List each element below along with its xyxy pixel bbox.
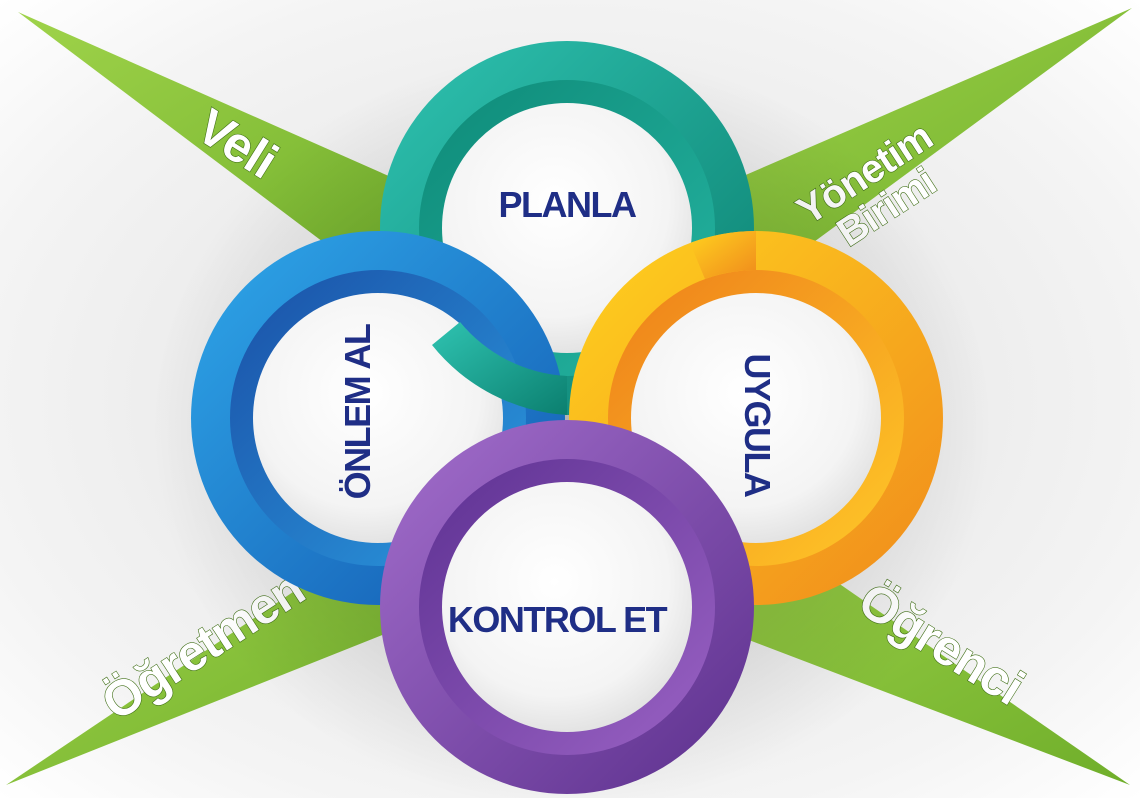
- ring-planla-overlap: [432, 322, 567, 415]
- label-onlem-al: ÖNLEM AL: [337, 324, 378, 499]
- label-planla: PLANLA: [499, 184, 637, 225]
- ring-kontrol-et: [380, 420, 754, 794]
- label-uygula: UYGULA: [737, 354, 778, 499]
- label-kontrol-et: KONTROL ET: [448, 599, 668, 640]
- ring-uygula-overlap: [690, 230, 756, 279]
